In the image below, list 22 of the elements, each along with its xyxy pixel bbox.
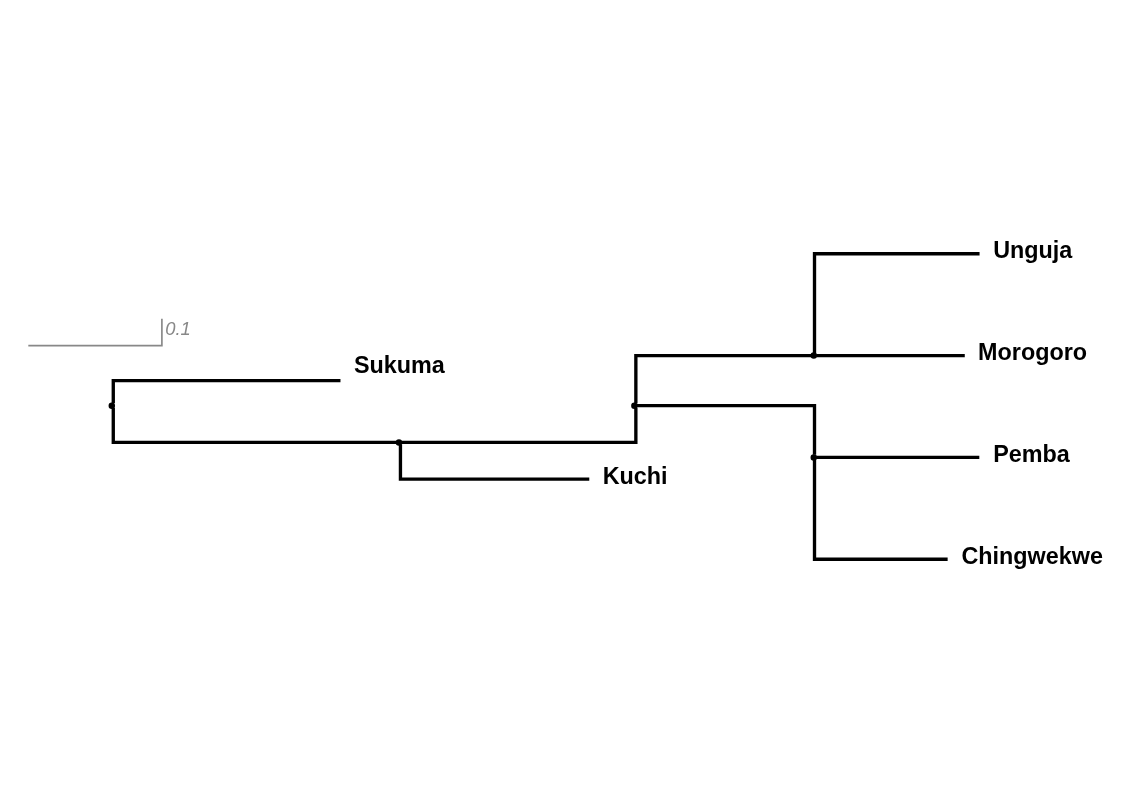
node-point (395, 438, 403, 446)
connector (816, 455, 980, 459)
node-point (810, 453, 817, 461)
label: 0.1 (165, 317, 191, 339)
node-text: Sukuma (353, 351, 445, 378)
connector (634, 353, 812, 403)
connector (816, 353, 965, 357)
node-text: Chingwekwe (961, 542, 1103, 569)
connector (812, 251, 980, 353)
node-text: Morogoro (978, 338, 1088, 365)
connector (401, 407, 638, 444)
connector (812, 459, 948, 561)
node-text: Pemba (993, 440, 1070, 467)
node-text: Unguja (993, 236, 1073, 263)
node-point (631, 401, 638, 409)
connector (111, 407, 397, 444)
connector (636, 403, 817, 455)
connector (111, 378, 341, 403)
node-point (108, 401, 116, 409)
node-text: Kuchi (602, 462, 668, 489)
node-point (810, 351, 817, 359)
connector (398, 443, 590, 481)
